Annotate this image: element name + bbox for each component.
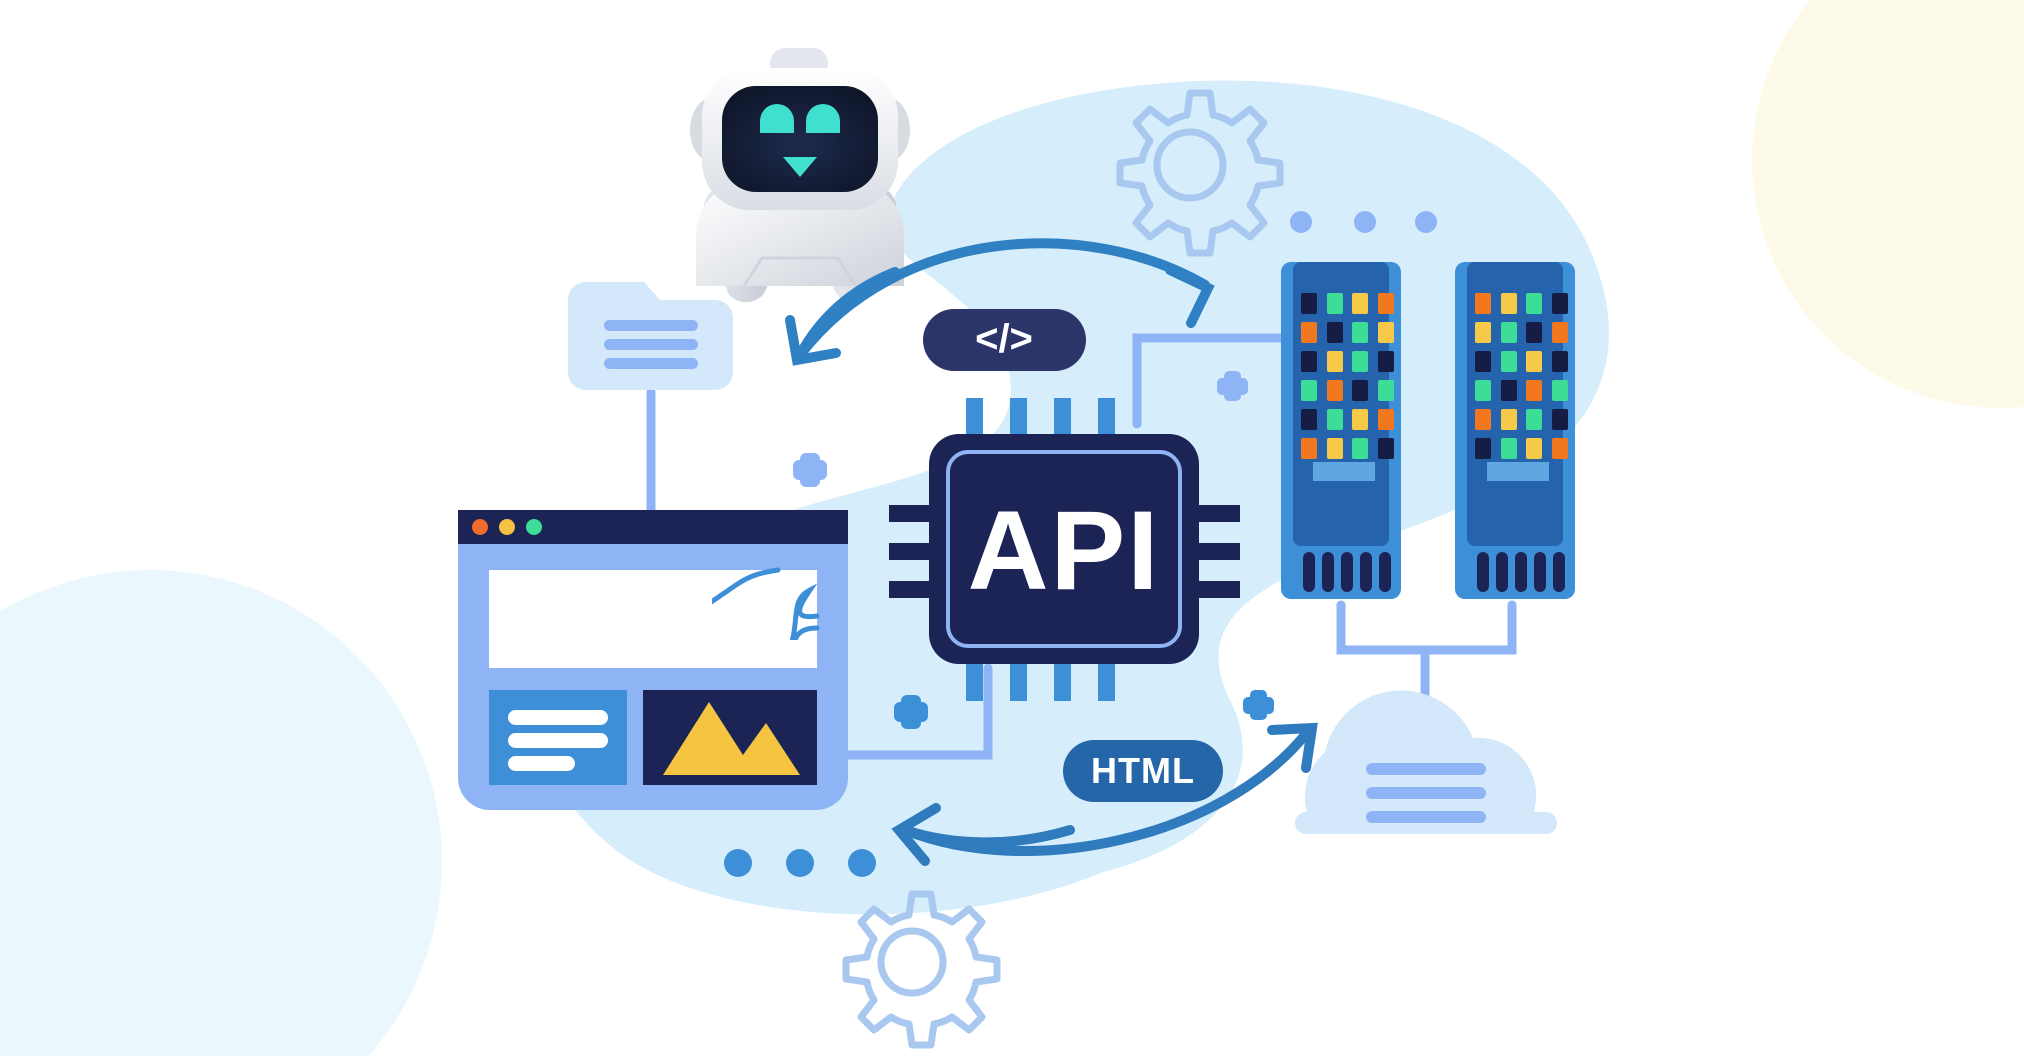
browser-titlebar bbox=[458, 510, 848, 544]
dot bbox=[724, 849, 752, 877]
dot bbox=[1290, 211, 1312, 233]
browser-dot-maximize bbox=[526, 519, 542, 535]
server-vents bbox=[1303, 552, 1391, 592]
plus-mark-2 bbox=[1217, 371, 1248, 401]
code-badge-label: </> bbox=[975, 317, 1033, 361]
browser-hero-squiggles bbox=[712, 567, 820, 640]
robot-face-screen bbox=[722, 86, 878, 192]
server-left[interactable] bbox=[1281, 262, 1401, 599]
plus-mark-4 bbox=[1243, 690, 1274, 720]
html-badge[interactable]: HTML bbox=[1063, 740, 1223, 802]
dot bbox=[1354, 211, 1376, 233]
server-led-grid bbox=[1301, 293, 1394, 459]
folder-bar bbox=[604, 339, 698, 350]
circle-top-right bbox=[1752, 0, 2024, 408]
dots-bottom-row bbox=[724, 849, 876, 877]
chip-label: API bbox=[968, 488, 1161, 613]
dot bbox=[1415, 211, 1437, 233]
chip-pins-vertical bbox=[966, 398, 1115, 701]
arrow-to-server bbox=[795, 238, 1215, 360]
server-right[interactable] bbox=[1455, 262, 1575, 599]
chip-pins-horizontal bbox=[889, 505, 1240, 598]
plus-mark-3 bbox=[894, 695, 928, 729]
server-vents bbox=[1477, 552, 1565, 592]
browser-window-mockup[interactable] bbox=[458, 510, 848, 810]
cloud-bar bbox=[1366, 787, 1486, 799]
cloud-bar bbox=[1366, 763, 1486, 775]
server-status-bar bbox=[1487, 462, 1549, 481]
gear-bottom-icon bbox=[842, 890, 1001, 1049]
browser-card-bar bbox=[508, 710, 608, 725]
browser-dot-minimize bbox=[499, 519, 515, 535]
robot-eye-left bbox=[760, 104, 794, 133]
folder-bar bbox=[604, 358, 698, 369]
api-chip[interactable]: API bbox=[889, 398, 1240, 701]
cloud-icon bbox=[1295, 690, 1557, 834]
browser-card-bar bbox=[508, 733, 608, 748]
robot-torso-panel bbox=[742, 256, 858, 287]
connector-chip-to-browser bbox=[843, 663, 993, 760]
arrow-to-browser bbox=[785, 267, 900, 366]
chip-inner-border bbox=[946, 450, 1182, 648]
html-badge-label: HTML bbox=[1091, 750, 1195, 791]
mountain-icon bbox=[663, 702, 800, 775]
cloud-bar bbox=[1366, 811, 1486, 823]
dots-top-row bbox=[1290, 211, 1437, 233]
folder-icon bbox=[568, 282, 733, 390]
arrow-from-cloud bbox=[891, 803, 1075, 866]
server-led-grid bbox=[1475, 293, 1568, 459]
browser-card-bar bbox=[508, 756, 575, 771]
plus-mark-1 bbox=[793, 453, 827, 487]
server-status-bar bbox=[1313, 462, 1375, 481]
browser-dot-close bbox=[472, 519, 488, 535]
robot-smile bbox=[783, 157, 817, 177]
dot bbox=[786, 849, 814, 877]
browser-hero-panel bbox=[489, 570, 817, 668]
robot-eye-right bbox=[806, 104, 840, 133]
folder-bar bbox=[604, 320, 698, 331]
connector-chip-to-server bbox=[1132, 333, 1286, 429]
circle-bottom-left bbox=[0, 570, 442, 1056]
code-badge[interactable]: </> bbox=[923, 309, 1086, 371]
dot bbox=[848, 849, 876, 877]
chip-body bbox=[929, 434, 1199, 664]
gear-top-icon bbox=[1116, 89, 1284, 257]
robot-mascot bbox=[690, 48, 910, 303]
